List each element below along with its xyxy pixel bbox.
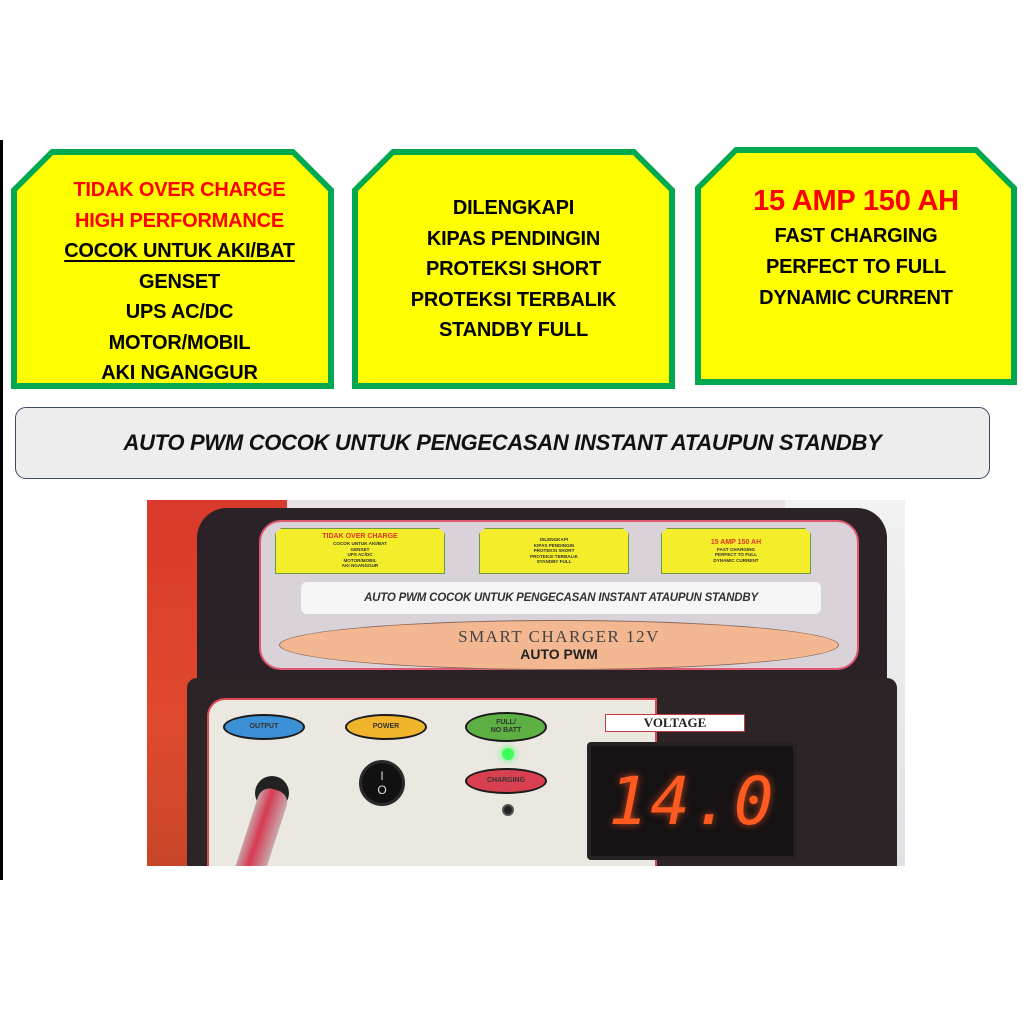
feature-panel-protection: DILENGKAPI KIPAS PENDINGIN PROTEKSI SHOR… [352,149,675,389]
tagline-banner: AUTO PWM COCOK UNTUK PENGECASAN INSTANT … [15,407,990,479]
charging-led-icon [502,804,514,816]
panel-line: PROTEKSI SHORT [426,258,601,280]
tagline-text: AUTO PWM COCOK UNTUK PENGECASAN INSTANT … [123,430,882,455]
panel-line: COCOK UNTUK AKI/BAT [64,240,295,262]
voltmeter-display: 14.0 [587,742,797,860]
spec-headline: 15 AMP 150 AH [753,185,959,217]
feature-panel-compatibility: TIDAK OVER CHARGE HIGH PERFORMANCE COCOK… [11,149,334,389]
panel-line: UPS AC/DC [125,301,234,323]
front-control-label: OUTPUT POWER FULL/ NO BATT CHARGING I O [207,698,657,866]
panel-line: PROTEKSI TERBALIK [410,288,617,311]
mini-panel-compatibility: TIDAK OVER CHARGE COCOK UNTUK AKI/BAT GE… [275,528,445,574]
product-photo: TIDAK OVER CHARGE COCOK UNTUK AKI/BAT GE… [147,500,905,866]
indicator-label: CHARGING [486,777,526,784]
panel-line: TIDAK OVER CHARGE [73,179,286,201]
voltage-reading: 14.0 [608,762,776,840]
indicator-label: FULL/ [496,719,516,726]
indicator-output: OUTPUT [223,714,305,740]
output-cable [224,785,291,866]
indicator-charging: CHARGING [465,768,547,794]
voltage-title: VOLTAGE [605,714,745,732]
mini-line: STANDBY FULL [536,559,572,565]
switch-off-mark: O [377,783,387,797]
panel-line: MOTOR/MOBIL [108,331,251,354]
indicator-label: OUTPUT [249,723,279,730]
mini-panel-protection: DILENGKAPI KIPAS PENDINGIN PROTEKSI SHOR… [479,528,629,574]
mini-line: 15 AMP 150 AH [710,538,762,546]
mini-line: PERFECT TO FULL [714,552,758,558]
panel-line: GENSET [138,270,221,293]
panel-line: DYNAMIC CURRENT [759,287,953,309]
panel-line: HIGH PERFORMANCE [74,209,285,232]
panel-line: PERFECT TO FULL [766,256,946,278]
panel-line: STANDBY FULL [438,319,589,341]
indicator-label: NO BATT [490,727,522,734]
full-led-icon [502,748,514,760]
mini-line: AKI NGANGGUR [341,563,379,569]
mini-tagline: AUTO PWM COCOK UNTUK PENGECASAN INSTANT … [301,582,821,614]
power-rocker-switch[interactable]: I O [359,760,405,806]
switch-on-mark: I [380,769,384,783]
mini-line: DILENGKAPI [539,537,569,543]
mini-line: FAST CHARGING [716,546,756,552]
mini-line: UPS AC/DC [347,552,373,558]
mini-line: COCOK UNTUK AKI/BAT [333,541,387,547]
panel-line: AKI NGANGGUR [101,362,258,384]
indicator-full: FULL/ NO BATT [465,712,547,742]
mini-line: PROTEKSI SHORT [533,548,575,554]
charger-top-label: TIDAK OVER CHARGE COCOK UNTUK AKI/BAT GE… [259,520,859,670]
indicator-label: POWER [372,723,400,730]
left-border-rule [0,140,3,880]
model-name: SMART CHARGER 12V [458,627,660,646]
mini-line: MOTOR/MOBIL [343,557,377,563]
mini-line: DYNAMIC CURRENT [713,557,759,563]
panel-line: KIPAS PENDINGIN [426,227,601,250]
indicator-power: POWER [345,714,427,740]
mini-panel-specs: 15 AMP 150 AH FAST CHARGING PERFECT TO F… [661,528,811,574]
feature-panel-specs: 15 AMP 150 AH FAST CHARGING PERFECT TO F… [695,147,1017,385]
charger-top-surface: TIDAK OVER CHARGE COCOK UNTUK AKI/BAT GE… [197,508,887,703]
charger-front-face: OUTPUT POWER FULL/ NO BATT CHARGING I O [187,678,897,866]
mini-line: PROTEKSI TERBALIK [530,553,578,559]
mini-line: GENSET [350,546,370,552]
mini-line: TIDAK OVER CHARGE [322,533,398,541]
model-mode: AUTO PWM [520,646,598,662]
model-oval-label: SMART CHARGER 12V AUTO PWM [279,620,839,670]
panel-line: FAST CHARGING [774,225,938,247]
mini-line: KIPAS PENDINGIN [533,542,575,548]
panel-line: DILENGKAPI [452,197,575,219]
